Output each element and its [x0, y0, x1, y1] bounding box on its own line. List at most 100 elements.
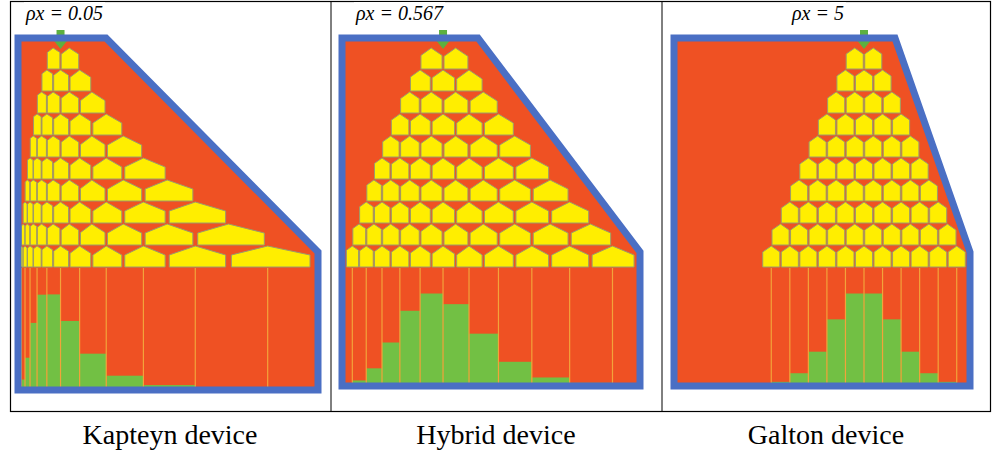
peg	[818, 246, 835, 267]
peg	[54, 70, 69, 91]
peg	[930, 246, 947, 267]
peg	[421, 136, 442, 157]
peg	[837, 114, 854, 135]
peg	[30, 180, 36, 201]
peg	[837, 158, 854, 179]
histogram-bar	[420, 294, 443, 384]
peg	[28, 202, 33, 223]
peg	[791, 224, 808, 245]
peg	[809, 136, 826, 157]
peg	[37, 92, 46, 113]
peg	[920, 224, 937, 245]
peg	[855, 246, 872, 267]
peg	[37, 180, 46, 201]
peg	[516, 158, 549, 179]
peg	[70, 246, 91, 267]
peg	[23, 202, 27, 223]
panel-caption: Galton device	[748, 420, 904, 451]
histogram-bar	[883, 319, 902, 384]
peg	[25, 224, 30, 245]
peg	[346, 246, 358, 267]
peg	[30, 136, 36, 157]
peg	[800, 202, 817, 223]
peg	[34, 202, 42, 223]
peg	[552, 202, 589, 223]
peg	[484, 158, 513, 179]
histogram-bar	[443, 304, 469, 384]
peg	[54, 202, 69, 223]
peg	[125, 202, 165, 223]
peg	[401, 92, 420, 113]
histogram-bar	[25, 358, 30, 388]
peg	[81, 92, 105, 113]
peg	[470, 136, 497, 157]
peg	[874, 202, 891, 223]
peg	[444, 92, 468, 113]
peg	[781, 202, 798, 223]
bin-divider	[956, 268, 957, 384]
peg	[375, 246, 390, 267]
peg	[865, 48, 882, 69]
bin-divider	[919, 268, 920, 384]
peg	[484, 246, 513, 267]
histogram-bar	[790, 373, 809, 384]
peg	[28, 158, 33, 179]
peg	[818, 114, 835, 135]
peg	[911, 158, 928, 179]
peg	[34, 158, 42, 179]
peg	[108, 224, 142, 245]
bin-divider	[845, 268, 846, 384]
peg	[874, 158, 891, 179]
parameter-label: ρx = 0.05	[24, 2, 105, 24]
histogram-bar	[469, 334, 498, 384]
peg	[42, 202, 53, 223]
peg	[47, 48, 60, 69]
peg	[809, 180, 826, 201]
peg	[457, 114, 482, 135]
peg	[198, 224, 265, 245]
galton-housing	[674, 38, 970, 386]
peg	[457, 70, 482, 91]
peg	[367, 180, 381, 201]
peg	[781, 246, 798, 267]
peg	[444, 180, 468, 201]
peg	[444, 224, 468, 245]
peg	[34, 246, 42, 267]
peg	[500, 180, 531, 201]
peg	[145, 224, 193, 245]
peg	[47, 180, 60, 201]
parameter-label: ρx = 0.567	[354, 2, 445, 24]
histogram-bar	[498, 362, 531, 384]
bin-divider	[863, 268, 864, 384]
bin-divider	[143, 268, 144, 388]
peg	[61, 92, 79, 113]
peg	[874, 114, 891, 135]
peg	[791, 180, 808, 201]
kapteyn-housing	[18, 38, 318, 390]
peg	[939, 224, 956, 245]
peg	[432, 114, 454, 135]
peg	[432, 246, 454, 267]
bin-divider	[366, 268, 367, 384]
peg	[846, 48, 863, 69]
peg	[818, 158, 835, 179]
peg	[902, 136, 919, 157]
peg	[516, 202, 549, 223]
peg	[70, 202, 91, 223]
bin-divider	[531, 268, 532, 384]
histogram-bar	[47, 294, 61, 388]
bin-divider	[808, 268, 809, 384]
peg	[410, 202, 430, 223]
peg	[920, 180, 937, 201]
peg	[571, 224, 610, 245]
bin-divider	[826, 268, 827, 384]
peg	[911, 246, 928, 267]
peg	[54, 158, 69, 179]
bin-divider	[938, 268, 939, 384]
bin-divider	[569, 268, 570, 384]
peg	[421, 48, 442, 69]
bin-divider	[29, 268, 30, 388]
panel-caption: Hybrid device	[416, 420, 575, 451]
peg	[902, 224, 919, 245]
peg	[874, 70, 891, 91]
